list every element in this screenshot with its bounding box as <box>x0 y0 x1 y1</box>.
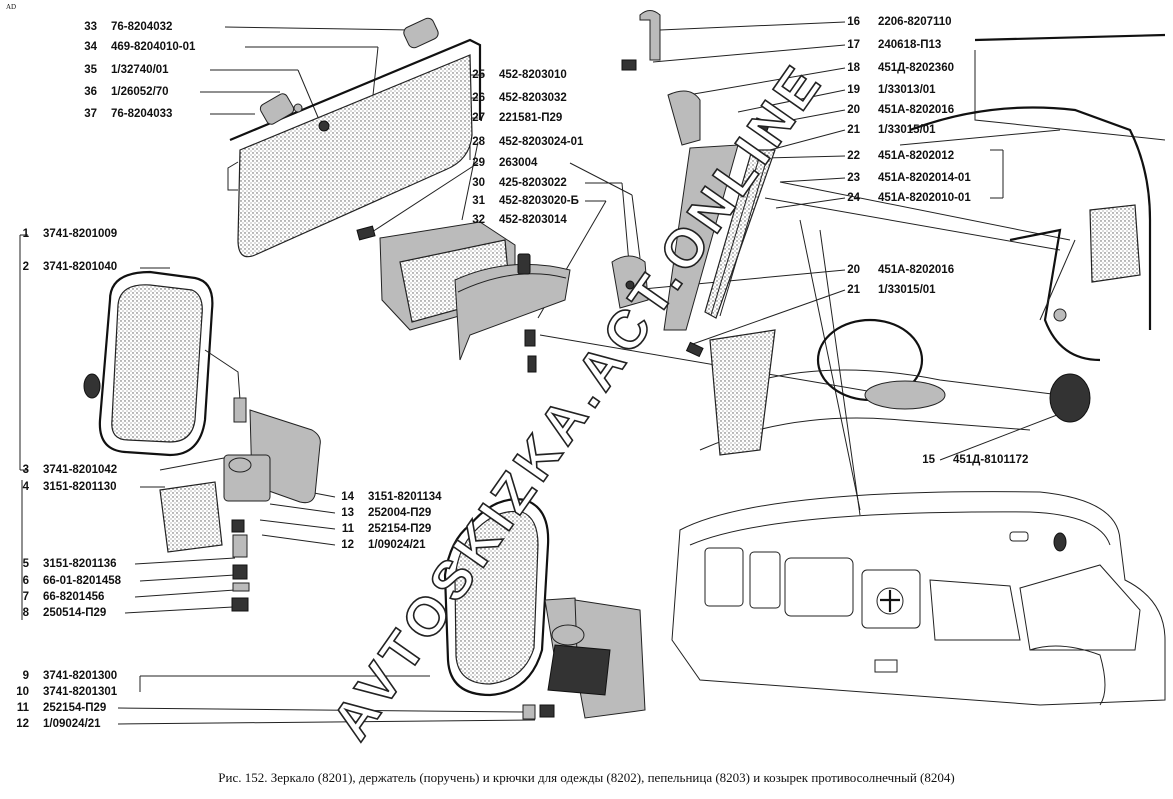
sun-visor <box>227 17 482 258</box>
figure-caption: Рис. 152. Зеркало (8201), держатель (пор… <box>218 770 955 785</box>
cabin-interior <box>699 33 1166 456</box>
mirror-assembly-left <box>83 270 321 612</box>
van-illustration <box>671 491 1166 706</box>
mirror-assembly-right <box>443 498 646 720</box>
ashtray <box>356 221 571 373</box>
grab-handle <box>611 10 776 358</box>
corner-mark: AD <box>6 3 17 11</box>
